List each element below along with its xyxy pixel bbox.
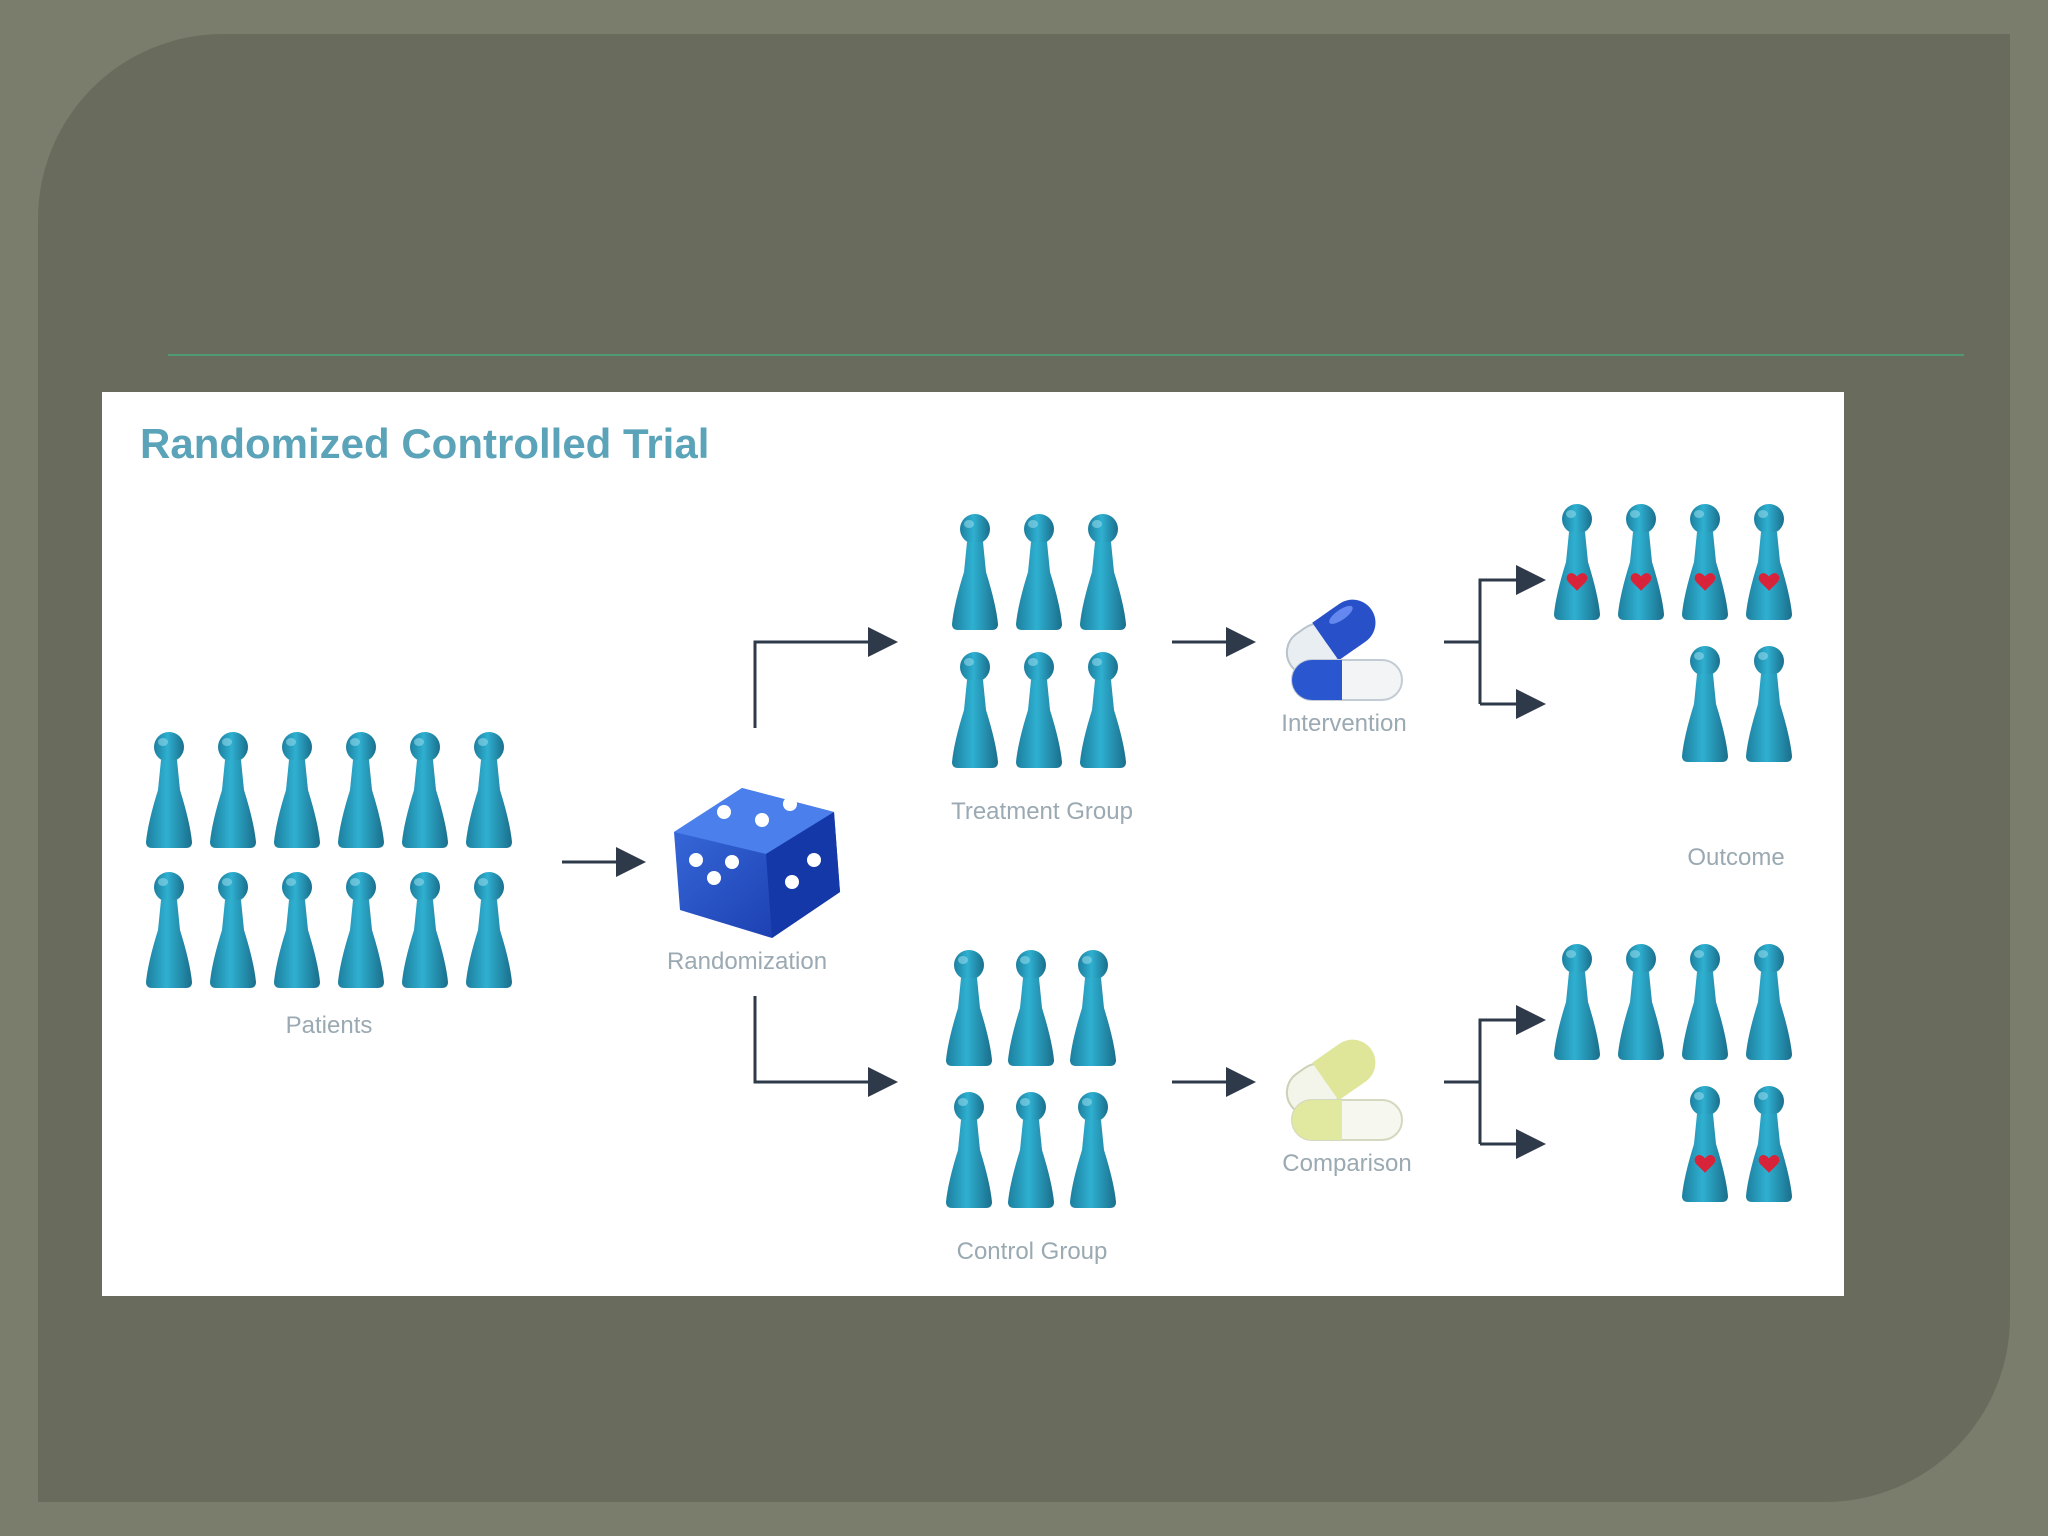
pawn-icon bbox=[1746, 944, 1792, 1060]
pawn-icon bbox=[274, 872, 320, 988]
comparison-label: Comparison bbox=[1282, 1150, 1412, 1177]
pawn-icon bbox=[338, 732, 384, 848]
pawn-icon bbox=[952, 514, 998, 630]
pawn-icon bbox=[1746, 1086, 1792, 1202]
control-group bbox=[946, 950, 1116, 1208]
control-outcome-group bbox=[1554, 944, 1792, 1202]
pawn-icon bbox=[1070, 1092, 1116, 1208]
pawn-icon bbox=[952, 652, 998, 768]
pawn-icon bbox=[1682, 646, 1728, 762]
patients-group bbox=[146, 732, 512, 988]
pawn-icon bbox=[466, 732, 512, 848]
pawn-icon bbox=[1554, 504, 1600, 620]
treatment-group-label: Treatment Group bbox=[951, 798, 1133, 825]
pawn-icon bbox=[210, 872, 256, 988]
pawn-icon bbox=[1618, 504, 1664, 620]
pawn-icon bbox=[1746, 504, 1792, 620]
pawn-icon bbox=[1682, 504, 1728, 620]
pawn-icon bbox=[1070, 950, 1116, 1066]
pawn-icon bbox=[1008, 950, 1054, 1066]
pawn-icon bbox=[1080, 514, 1126, 630]
pawn-icon bbox=[1682, 944, 1728, 1060]
arrow-icon bbox=[753, 996, 898, 1097]
pawn-icon bbox=[946, 950, 992, 1066]
pawn-icon bbox=[402, 732, 448, 848]
capsule-icon bbox=[1285, 599, 1403, 701]
pawn-icon bbox=[1016, 652, 1062, 768]
pawn-icon bbox=[1080, 652, 1126, 768]
pawn-icon bbox=[338, 872, 384, 988]
diagram-canvas bbox=[146, 504, 1792, 1208]
pawn-icon bbox=[466, 872, 512, 988]
control-group-label: Control Group bbox=[956, 1238, 1108, 1265]
pawn-icon bbox=[1618, 944, 1664, 1060]
pawn-icon bbox=[1016, 514, 1062, 630]
pawn-icon bbox=[1746, 646, 1792, 762]
arrow-icon bbox=[1478, 565, 1546, 704]
pawn-icon bbox=[1008, 1092, 1054, 1208]
pawn-icon bbox=[210, 732, 256, 848]
rct-diagram: Randomized Controlled Trial bbox=[102, 392, 1844, 1296]
pawn-icon bbox=[946, 1092, 992, 1208]
capsule-icon bbox=[1285, 1039, 1403, 1141]
pawn-icon bbox=[274, 732, 320, 848]
title-rule bbox=[168, 354, 1964, 356]
pawn-icon bbox=[146, 732, 192, 848]
intervention-label: Intervention bbox=[1281, 710, 1407, 737]
diagram-title: Randomized Controlled Trial bbox=[140, 420, 710, 467]
dice-icon bbox=[674, 788, 840, 938]
randomization-label: Randomization bbox=[666, 948, 828, 975]
outcome-label: Outcome bbox=[1687, 844, 1785, 871]
pawn-icon bbox=[1682, 1086, 1728, 1202]
treatment-outcome-group bbox=[1554, 504, 1792, 762]
arrow-icon bbox=[753, 627, 898, 728]
pawn-icon bbox=[146, 872, 192, 988]
treatment-group bbox=[952, 514, 1126, 768]
arrow-icon bbox=[1478, 1005, 1546, 1144]
pawn-icon bbox=[1554, 944, 1600, 1060]
pawn-icon bbox=[402, 872, 448, 988]
patients-label: Patients bbox=[285, 1012, 373, 1039]
